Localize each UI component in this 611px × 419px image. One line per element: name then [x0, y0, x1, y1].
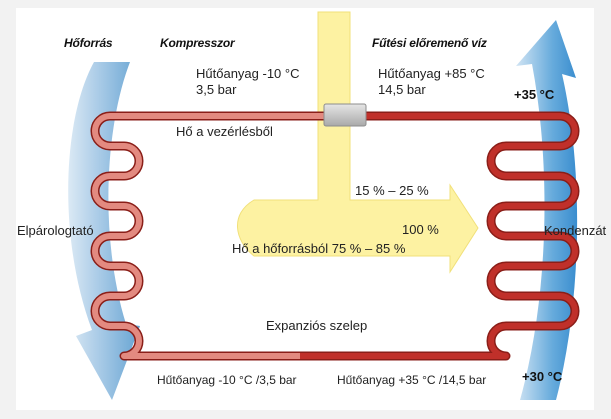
header-compressor: Kompresszor — [160, 36, 235, 50]
top-left-refrigerant-temp: Hűtőanyag -10 °C — [196, 66, 300, 81]
top-right-refrigerant-temp: Hűtőanyag +85 °C — [378, 66, 485, 81]
condenser-label: Kondenzát — [544, 223, 607, 238]
heat-from-source-label: Hő a hőforrásból 75 % – 85 % — [232, 241, 406, 256]
top-right-refrigerant-pressure: 14,5 bar — [378, 82, 426, 97]
heat-source-arrow — [68, 62, 140, 400]
heat-flow-arrow — [237, 11, 479, 274]
header-heat-source: Hőforrás — [64, 36, 113, 50]
bottom-right-refrigerant-label: Hűtőanyag +35 °C /14,5 bar — [337, 373, 487, 387]
outlet-temp: +35 °C — [514, 87, 555, 102]
heat-from-control-label: Hő a vezérlésből — [176, 124, 273, 139]
evaporator-coil — [92, 113, 330, 359]
bottom-left-refrigerant-label: Hűtőanyag -10 °C /3,5 bar — [157, 373, 297, 387]
top-left-refrigerant-pressure: 3,5 bar — [196, 82, 237, 97]
control-share-label: 15 % – 25 % — [355, 183, 429, 198]
inlet-temp: +30 °C — [522, 369, 563, 384]
header-heating-flow: Fűtési előremenő víz — [372, 36, 487, 50]
condenser-coil — [300, 113, 578, 359]
expansion-valve-label: Expanziós szelep — [266, 318, 368, 333]
evaporator-label: Elpárologtató — [17, 223, 94, 238]
compressor-block — [323, 103, 367, 127]
total-share-label: 100 % — [402, 222, 439, 237]
